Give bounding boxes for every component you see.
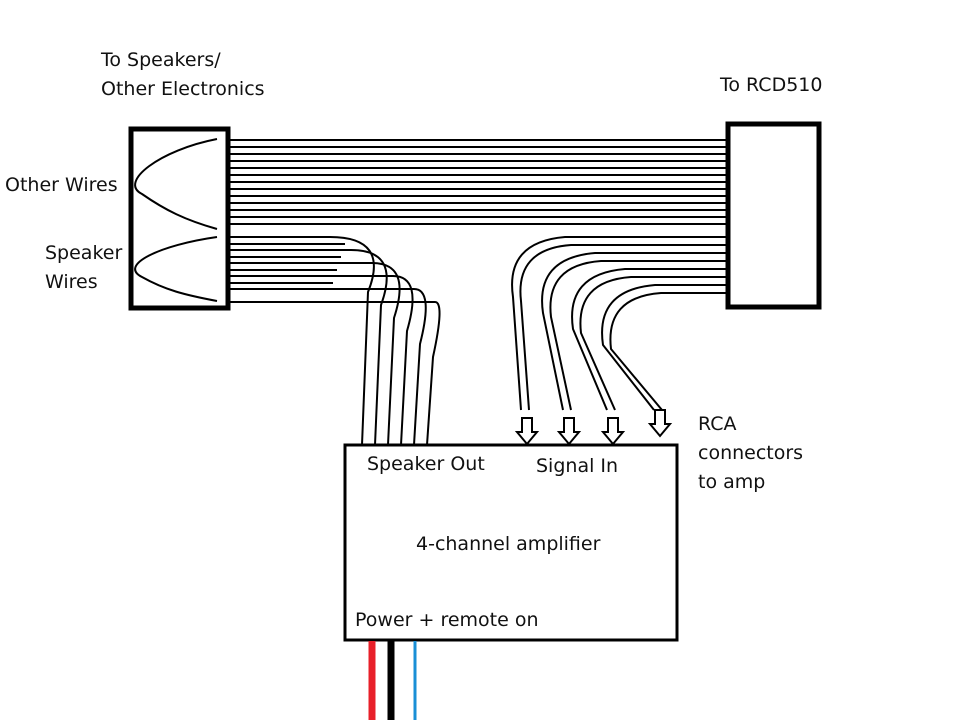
- speaker-out-wires: [228, 236, 441, 446]
- wire-harness: [228, 139, 728, 225]
- speaker-wire-3: [228, 262, 401, 446]
- rca-connectors: [514, 409, 673, 446]
- to-speakers-label-line2: Other Electronics: [101, 78, 265, 100]
- right-connector: [725, 121, 822, 310]
- signal-wire-a-3: [571, 268, 728, 411]
- speaker-wires-label-line1: Speaker: [45, 242, 122, 264]
- signal-wire-a-1: [511, 236, 728, 411]
- rca-arrow-2: [556, 417, 582, 446]
- left-connector: [128, 126, 231, 311]
- to-speakers-label-line1: To Speakers/: [100, 49, 221, 71]
- amplifier-label: 4-channel amplifier: [416, 533, 601, 555]
- rca-arrow-3: [600, 417, 626, 446]
- signal-wire-a-4: [601, 284, 728, 411]
- amplifier-box: [343, 443, 679, 642]
- other-wires-label: Other Wires: [5, 174, 118, 196]
- power-label: Power + remote on: [355, 609, 539, 631]
- rca-arrow-1: [514, 417, 540, 446]
- speaker-wire-1: [228, 236, 375, 446]
- signal-wire-b-4: [609, 292, 728, 411]
- speaker-wire-6: [228, 301, 441, 446]
- signal-wire-b-3: [579, 276, 728, 411]
- signal-wire-b-1: [519, 244, 728, 411]
- rca-label-line3: to amp: [698, 471, 765, 493]
- signal-in-label: Signal In: [536, 455, 618, 477]
- signal-wire-b-2: [549, 260, 728, 411]
- rca-arrow-4: [647, 409, 673, 438]
- speaker-wires-curve: [134, 236, 218, 302]
- rca-label-line2: connectors: [698, 442, 803, 464]
- rca-label-line1: RCA: [698, 413, 737, 435]
- speaker-wires-label-line2: Wires: [45, 271, 98, 293]
- signal-wire-a-2: [541, 252, 728, 411]
- speaker-out-label: Speaker Out: [367, 453, 485, 475]
- to-rcd510-label: To RCD510: [719, 74, 822, 96]
- other-wires-curve: [134, 138, 218, 230]
- signal-in-wires: [511, 236, 728, 411]
